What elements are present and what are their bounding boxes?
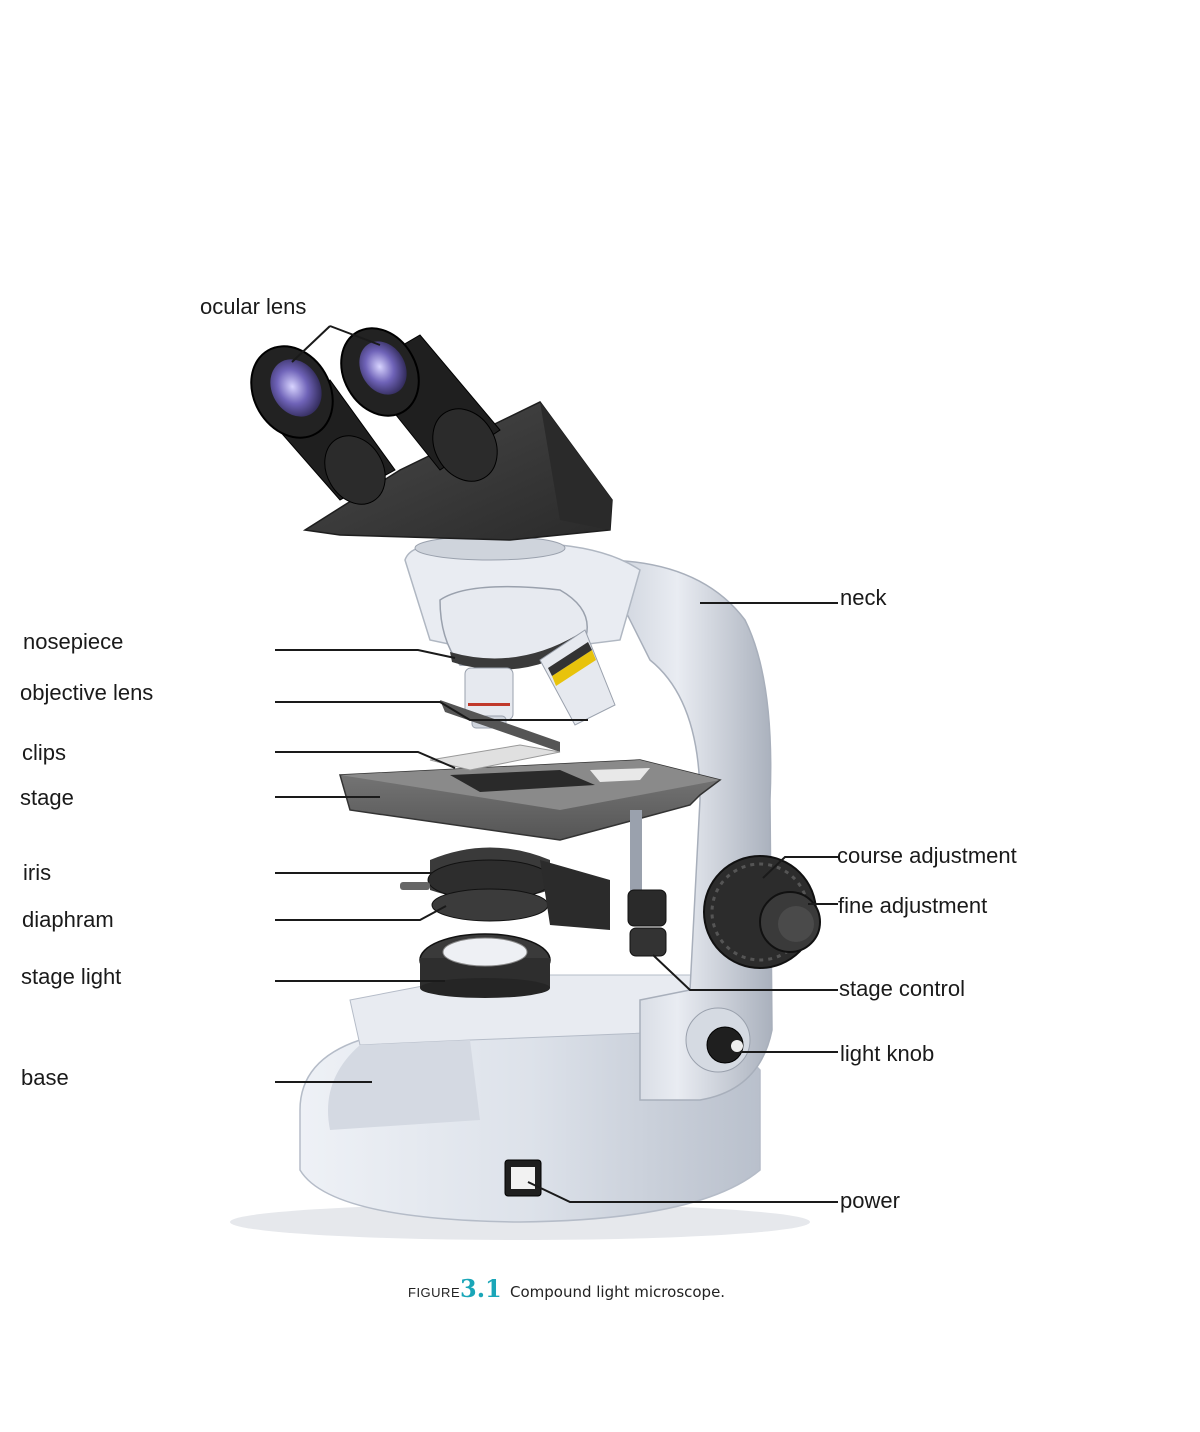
leader-ocular-lens — [329, 325, 381, 346]
label-ocular-lens: ocular lens — [200, 294, 306, 319]
leader-power — [527, 1181, 838, 1203]
caption-prefix: FIGURE — [408, 1285, 460, 1300]
label-course-adjustment: course adjustment — [837, 843, 1017, 868]
stage-light-bottom — [420, 978, 550, 998]
power-switch-face — [511, 1167, 535, 1189]
label-stage: stage — [20, 785, 74, 810]
label-stage-control: stage control — [839, 976, 965, 1001]
label-neck: neck — [840, 585, 887, 610]
left-eyepiece — [250, 345, 396, 505]
leader-course-adjustment — [762, 856, 838, 879]
stage-slot — [590, 768, 650, 782]
leader-stage-control — [652, 954, 838, 991]
leader-lines — [275, 325, 838, 1203]
label-base: base — [21, 1065, 69, 1090]
leader-ocular-lens-left — [291, 325, 331, 363]
binocular-head-side — [540, 402, 612, 530]
microscope-arm — [598, 559, 773, 1101]
label-nosepiece: nosepiece — [23, 629, 123, 654]
stage-hole — [450, 770, 595, 792]
nosepiece-band — [450, 630, 588, 670]
stage-light-lens — [442, 937, 528, 967]
diaphragm-ring — [431, 888, 549, 922]
light-knob-cap — [731, 1040, 743, 1052]
label-diaphram: diaphram — [22, 907, 114, 932]
substage-bracket — [540, 860, 610, 930]
label-light-knob: light knob — [840, 1041, 934, 1066]
caption-number: 3.1 — [460, 1274, 502, 1303]
leader-objective-lens — [275, 701, 588, 721]
figure-caption: FIGURE 3.1 Compound light microscope. — [408, 1274, 725, 1303]
label-objective-lens: objective lens — [20, 680, 153, 705]
label-power: power — [840, 1188, 900, 1213]
light-knob — [706, 1026, 744, 1064]
stage-control-knob-upper — [627, 889, 667, 927]
base-front-face — [328, 1040, 480, 1130]
label-fine-adjustment: fine adjustment — [838, 893, 987, 918]
label-clips: clips — [22, 740, 66, 765]
fine-knob-center — [778, 906, 814, 942]
right-eyepiece — [340, 327, 501, 482]
label-iris: iris — [23, 860, 51, 885]
leader-nosepiece — [275, 649, 456, 659]
leader-diaphram — [275, 905, 447, 921]
stage-control-knob-lower — [629, 927, 667, 957]
caption-text: Compound light microscope. — [510, 1283, 725, 1301]
stage-column — [630, 810, 642, 900]
microscope-illustration — [230, 327, 821, 1240]
stage-clip — [440, 700, 560, 752]
stage-clip-plate — [429, 744, 561, 771]
objective-lens-angled — [539, 629, 616, 726]
part-labels: ocular lens nosepiece objective lens cli… — [20, 294, 1017, 1213]
iris-lever — [400, 882, 430, 890]
leader-clips — [275, 751, 456, 769]
label-stage-light: stage light — [21, 964, 121, 989]
